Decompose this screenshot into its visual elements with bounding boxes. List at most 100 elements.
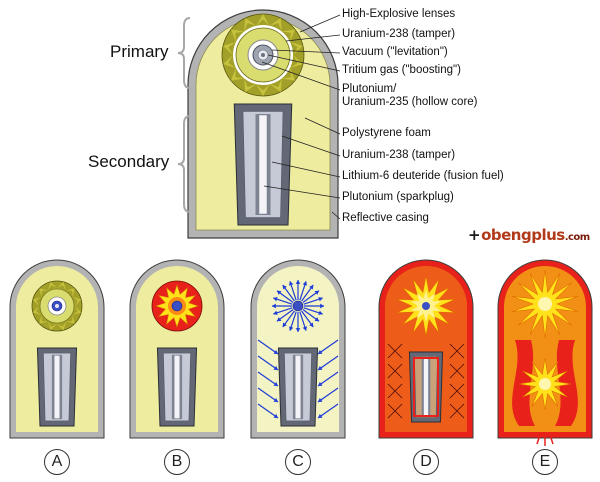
xray-arrow-right [317,387,339,403]
xray-arrow-right [317,371,339,387]
casing-breach [536,431,554,446]
compressed-secondary-edge [413,357,439,417]
xray-arrow-left-head [273,349,278,354]
xray-arrow-head [320,303,324,309]
stage-label-d: D [413,449,439,475]
leader-line-u238a [285,34,341,42]
primary-label: Primary [110,42,169,61]
high-explosive-lenses-lens-facet [269,18,282,32]
label-plutonium-sparkplug: Plutonium (sparkplug) [342,191,454,203]
xray-arrow-head [302,281,308,286]
xray-arrow-head [282,284,287,290]
primary-lenses-lens-facet [72,306,82,315]
xray-arrow-head [288,326,294,331]
label-uranium-235-hollow-core: Uranium-235 (hollow core) [342,96,478,108]
stage-label-c: C [285,449,311,475]
high-explosive-lenses-lens-facet [256,84,270,96]
primary-lenses-lens-facet [39,288,48,297]
xray-arrow-left-head [273,397,278,402]
xray-arrow-head [318,296,323,302]
ablation-mark-right [449,383,465,399]
primary-lenses-lens-facet [32,306,42,315]
high-explosive-lenses-lens-facet [244,18,257,32]
xray-arrow-head [314,317,320,322]
high-explosive-lenses-lens-facet [244,78,257,92]
xray-arrow-left [257,387,279,403]
main-bomb-cross-section [187,9,339,239]
xray-arrow-head [302,326,308,331]
leader-line-vac [271,49,341,54]
fusion-fireball-core [539,378,551,390]
high-explosive-lenses-lens-facet [230,29,245,42]
stage-label-b: B [164,449,190,475]
fission-core [292,300,304,312]
section-braces [177,17,191,213]
primary-lenses-lens-facet [32,297,42,306]
label-vacuum-levitation: Vacuum ("levitation") [342,46,448,58]
xray-arrow-head [276,317,282,322]
xray-arrow-left [257,403,279,419]
ablation-mark-left [387,403,403,419]
xray-arrow-left-head [273,413,278,418]
xray-arrow-left [257,339,279,355]
label-plutonium-line1: Plutonium/ [342,83,397,95]
xray-arrow-head [272,303,276,309]
ablation-mark-right [449,403,465,419]
stage-label-a: A [44,449,70,475]
xray-arrow-right [317,339,339,355]
xray-arrow-right-head [318,349,323,354]
xray-arrow-head [276,290,282,295]
secondary-label: Secondary [88,152,170,171]
plutonium-sparkplug [259,115,267,214]
xray-arrow-head [295,280,301,284]
xray-arrow-head [295,328,301,332]
xray-arrow-head [288,281,294,286]
leader-line-u238b [281,135,341,157]
plutonium-sparkplug [174,355,180,419]
xray-arrow-left [257,371,279,387]
stage-label-e: E [532,449,558,475]
high-explosive-lenses-lens-facet [230,68,245,81]
ablation-mark-left [387,383,403,399]
leader-line-case [331,211,341,220]
xray-arrow-left-head [273,381,278,386]
label-uranium-238-tamper-primary: Uranium-238 (tamper) [342,28,456,40]
label-reflective-casing: Reflective casing [342,212,429,224]
xray-arrow-right [317,403,339,419]
stage-a [9,259,105,439]
watermark-plus: + [468,226,481,244]
core-center [261,53,265,57]
label-high-explosive-lenses: High-Explosive lenses [342,8,456,20]
ablation-mark-left [387,343,403,359]
high-explosive-lenses-lens-facet [281,68,296,81]
xray-arrow-head [309,322,314,328]
label-leader-lines [261,14,341,220]
primary-lenses-lens-facet [66,288,75,297]
leader-line-spark [263,185,341,199]
leader-line-pu1 [261,61,341,91]
high-explosive-lenses-lens-facet [281,29,296,42]
primary-lenses-lens-facet [57,281,66,291]
compressed-core [171,300,183,312]
xray-arrow-left [257,355,279,371]
xray-arrow-right-head [318,397,323,402]
primary-lenses-lens-facet [48,281,57,291]
leader-line-li [271,161,341,178]
xray-arrow-right-head [318,381,323,386]
xray-arrow-head [273,296,278,302]
leader-line-he [299,14,341,33]
xray-arrow-left-head [273,365,278,370]
primary-lenses-lens-facet [48,321,57,331]
fission-core [422,302,430,310]
primary-lenses-lens-facet [66,315,75,324]
label-polystyrene-foam: Polystyrene foam [342,127,431,139]
high-explosive-lenses-lens-facet [223,55,236,69]
stage-d [378,259,474,439]
high-explosive-lenses-lens-facet [269,78,282,92]
ablation-mark-right [449,363,465,379]
xray-arrow-head [318,310,323,316]
primary-core-center [55,304,59,308]
leader-line-poly [304,117,341,135]
